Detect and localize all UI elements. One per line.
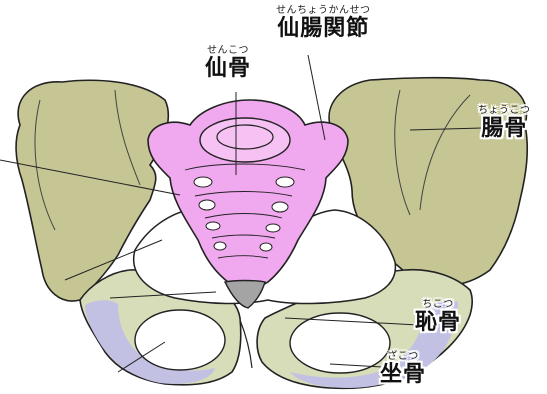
label-sacrum-ruby: せんこつ [205, 46, 251, 56]
sacral-foramen [214, 242, 226, 250]
label-ischium: ざこつ 坐骨 [380, 352, 426, 386]
label-ischium-name: 坐骨 [380, 364, 426, 386]
sacral-foramen [194, 177, 212, 187]
sacral-foramen [199, 200, 215, 210]
sacral-foramen [206, 222, 220, 230]
label-ilium-ruby: ちょうこつ [478, 106, 531, 116]
label-ilium-name: 腸骨 [478, 118, 531, 140]
label-pubis-name: 恥骨 [415, 312, 461, 334]
label-pubis-ruby: ちこつ [415, 300, 461, 310]
sacral-foramen [260, 243, 272, 251]
label-ischium-ruby: ざこつ [380, 352, 426, 362]
pubic-symphysis [240, 320, 252, 368]
sacral-foramen [266, 224, 280, 232]
sacral-foramen [272, 202, 288, 212]
label-sacroiliac-name: 仙腸関節 [276, 18, 371, 40]
label-sacrum: せんこつ 仙骨 [205, 46, 251, 80]
label-sacroiliac-ruby: せんちょうかんせつ [276, 6, 371, 16]
sacral-foramen [276, 177, 294, 187]
label-ilium: ちょうこつ 腸骨 [478, 106, 531, 140]
label-sacroiliac-joint: せんちょうかんせつ 仙腸関節 [276, 6, 371, 40]
label-sacrum-name: 仙骨 [205, 58, 251, 80]
obturator-foramen-right [290, 313, 390, 373]
label-pubis: ちこつ 恥骨 [415, 300, 461, 334]
obturator-foramen-left [135, 310, 225, 370]
